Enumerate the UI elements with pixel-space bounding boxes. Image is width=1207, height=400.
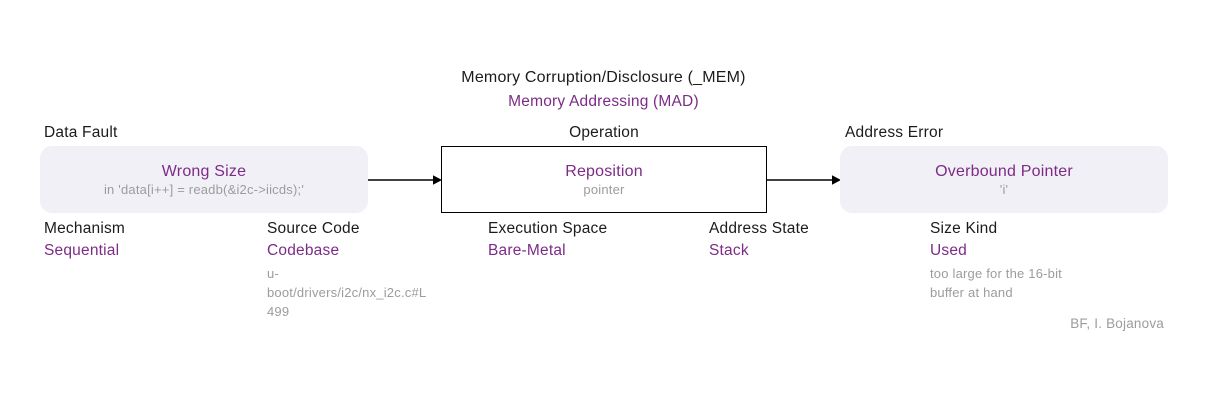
attribute-address-state: Address State Stack bbox=[709, 218, 921, 264]
attribute-size-kind: Size Kind Used too large for the 16-bit … bbox=[930, 218, 1142, 302]
section-label-data-fault: Data Fault bbox=[44, 124, 118, 141]
operation-node: Reposition pointer bbox=[441, 146, 767, 213]
flow-arrow-operation-to-error bbox=[767, 175, 841, 185]
diagram-title: Memory Corruption/Disclosure (_MEM) bbox=[461, 69, 746, 86]
attribute-value: Bare-Metal bbox=[488, 242, 566, 259]
cause-name: Wrong Size bbox=[161, 162, 247, 180]
attribute-label: Execution Space bbox=[488, 220, 608, 237]
attribute-mechanism: Mechanism Sequential bbox=[44, 218, 256, 264]
operation-detail: pointer bbox=[583, 181, 625, 197]
cause-node: Wrong Size in 'data[i++] = readb(&i2c->i… bbox=[40, 146, 368, 213]
consequence-node: Overbound Pointer 'i' bbox=[840, 146, 1168, 213]
attribute-label: Size Kind bbox=[930, 220, 998, 237]
operation-name: Reposition bbox=[565, 162, 643, 180]
attribute-label: Address State bbox=[709, 220, 809, 237]
attribute-label: Source Code bbox=[267, 220, 360, 237]
consequence-name: Overbound Pointer bbox=[935, 162, 1073, 180]
cause-detail: in 'data[i++] = readb(&i2c->iicds);' bbox=[103, 181, 305, 197]
attribute-value: Codebase bbox=[267, 242, 340, 259]
diagram-subtitle: Memory Addressing (MAD) bbox=[508, 93, 699, 110]
attribute-detail: u- boot/drivers/i2c/nx_i2c.c#L 499 bbox=[267, 266, 427, 319]
section-label-operation: Operation bbox=[569, 124, 639, 141]
flow-arrow-cause-to-operation bbox=[368, 175, 442, 185]
attribution-text: BF, I. Bojanova bbox=[1070, 316, 1164, 331]
section-label-address-error: Address Error bbox=[845, 124, 944, 141]
attribute-value: Sequential bbox=[44, 242, 120, 259]
attribute-value: Used bbox=[930, 242, 967, 259]
consequence-detail: 'i' bbox=[999, 181, 1009, 197]
attribute-detail: too large for the 16-bit buffer at hand bbox=[930, 266, 1062, 300]
attribute-source-code: Source Code Codebase u- boot/drivers/i2c… bbox=[267, 218, 479, 321]
attribute-value: Stack bbox=[709, 242, 749, 259]
attribute-execution-space: Execution Space Bare-Metal bbox=[488, 218, 700, 264]
attribute-label: Mechanism bbox=[44, 220, 126, 237]
